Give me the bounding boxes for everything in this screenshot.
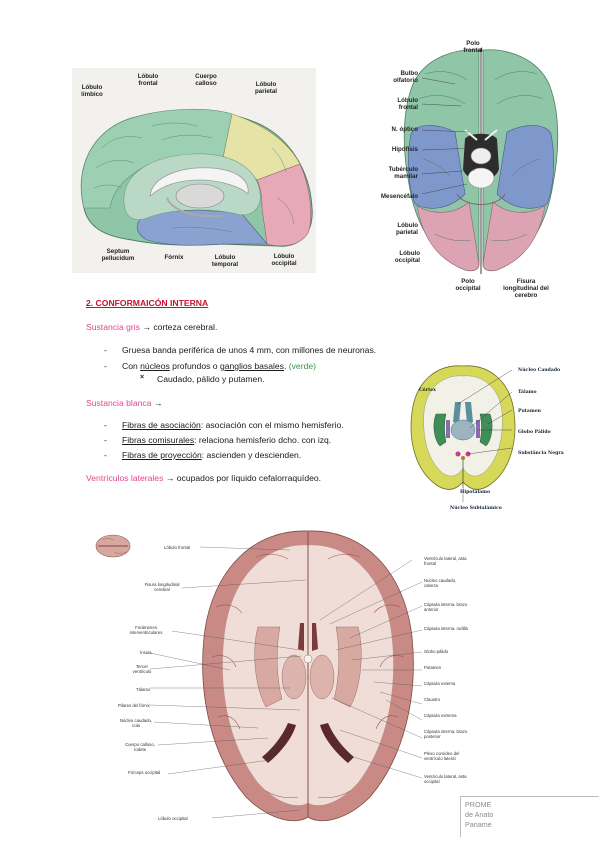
brain-thumbnail-illustration <box>95 534 131 558</box>
label-hipofisis: Hipófisis <box>391 146 418 153</box>
sustancia-blanca-line: Sustancia blanca → <box>86 398 162 409</box>
label-ax-fisura: Fisura longitudinal cerebral <box>144 582 180 592</box>
label-ax-foramenes: Forámenes interventriculares <box>129 625 163 635</box>
label-putamen-cor: Putamen <box>518 409 542 414</box>
axial-leader-lines <box>149 546 423 819</box>
fibras-asociacion-desc: : asociación con el mismo hemisferio. <box>200 420 344 430</box>
label-polo-frontal: Polo frontal <box>463 40 483 54</box>
label-lobulo-occipital-inf: Lóbulo occipital <box>394 250 420 264</box>
sustancia-blanca-label: Sustancia blanca <box>86 398 152 408</box>
label-globo-palido-cor: Globo Pálido <box>518 430 551 435</box>
label-ax-capsula-posterior: Cápsula interna, brazo posterior <box>424 729 468 739</box>
sustancia-gris-rest: → corteza cerebral. <box>139 322 218 332</box>
label-ax-capsula-rodilla: Cápsula interna, rodilla <box>424 626 468 631</box>
label-ax-cuerpo-calloso: Cuerpo calloso, rodete <box>125 742 155 752</box>
coronal-brain-figure <box>408 362 518 512</box>
ventriculos-line: Ventrículos laterales → ocupados por líq… <box>86 473 321 484</box>
label-lobulo-parietal-inf: Lóbulo parietal <box>395 222 418 236</box>
label-ax-pilares-fornix: Pilares del fórnix <box>118 703 150 708</box>
dash-bullet: - <box>104 345 107 355</box>
label-septum: Septum pellucidum <box>101 248 135 262</box>
label-ax-vent-frontal: Ventrículo lateral, asta frontal <box>424 556 467 566</box>
dash-bullet: - <box>104 361 107 371</box>
label-polo-occipital: Polo occipital <box>455 278 481 292</box>
label-mesencefalo: Mesencéfalo <box>380 193 418 200</box>
label-ax-putamen: Putamen <box>424 665 442 670</box>
section-heading: 2. CONFORMAICÓN INTERNA <box>86 298 209 308</box>
label-bulbo-olfatorio: Bulbo olfatorio <box>393 70 418 84</box>
label-ax-globo-palido: Globo pálido <box>424 649 449 654</box>
label-n-optico: N. óptico <box>391 126 418 133</box>
bullet-nucleos-underline: núcleos <box>140 361 170 371</box>
label-lobulo-temporal: Lóbulo temporal <box>211 254 239 268</box>
axial-thumbnail <box>94 532 132 560</box>
label-cuerpo-calloso: Cuerpo calloso <box>195 73 217 87</box>
label-lobulo-limbico: Lóbulo límbico <box>81 84 103 98</box>
dash-bullet: - <box>104 435 107 445</box>
bullet-fibras-comisurales: Fibras comisurales: relaciona hemisferio… <box>122 435 331 446</box>
dash-bullet: - <box>104 420 107 430</box>
publisher-line-3: Paname <box>465 820 492 829</box>
label-ax-caudado-cabeza: Núcleo caudado, cabeza <box>424 578 457 588</box>
label-ax-talamo: Tálamo <box>136 687 151 692</box>
label-nucleo-caudado-cor: Núcleo Caudado <box>518 368 561 373</box>
label-ax-vent-occipital: Ventrículo lateral, asta occipital <box>424 774 467 784</box>
label-hipotalamo-cor: Hipotálamo <box>460 490 491 495</box>
label-lobulo-parietal: Lóbulo parietal <box>254 81 277 95</box>
ventriculos-label: Ventrículos laterales <box>86 473 164 483</box>
label-cortex-cor: Córtex <box>419 388 436 393</box>
sub-bullet-caudado: Caudado, pálido y putamen. <box>157 374 265 384</box>
label-ax-lobulo-frontal: Lóbulo frontal <box>164 545 191 550</box>
label-ax-capsula-extrema: Cápsula extrema <box>424 713 457 718</box>
label-nucleo-subtalamico-cor: Núcleo Subtalámico <box>450 506 502 511</box>
ventriculos-rest: → ocupados por líquido cefalorraquídeo. <box>163 473 322 483</box>
label-sustancia-negra-cor: Substância Negra <box>518 451 564 456</box>
bullet-nucleos-e: . <box>283 361 289 371</box>
sustancia-gris-label: Sustancia gris <box>86 322 140 332</box>
sustancia-blanca-rest: → <box>151 398 163 408</box>
axial-brain-illustration <box>202 530 414 822</box>
publisher-corner: PROME de Anato Paname <box>460 796 599 837</box>
label-ax-capsula-externa: Cápsula externa <box>424 681 456 686</box>
label-fornix: Fórnix <box>164 254 184 261</box>
label-ax-lobulo-occipital: Lóbulo occipital <box>158 816 188 821</box>
fibras-comisurales-desc: : relaciona hemisferio dcho. con izq. <box>194 435 332 445</box>
label-ax-caudado-cola: Núcleo caudado, cola <box>119 718 153 728</box>
label-talamo-cor: Tálamo <box>518 390 537 395</box>
fibras-proyeccion-term: Fibras de proyección <box>122 450 202 460</box>
label-fisura-longitudinal: Fisura longitudinal del cerebro <box>503 278 549 299</box>
fibras-proyeccion-desc: : ascienden y descienden. <box>201 450 302 460</box>
label-ax-forceps: Fórceps occipital <box>128 770 161 775</box>
sagittal-brain-illustration <box>72 68 316 273</box>
sub-bullet-mark: × <box>140 374 145 381</box>
label-lobulo-frontal-inf: Lóbulo frontal <box>397 97 418 111</box>
label-lobulo-frontal: Lóbulo frontal <box>137 73 159 87</box>
label-lobulo-occipital: Lóbulo occipital <box>271 253 297 267</box>
dash-bullet: - <box>104 450 107 460</box>
fibras-comisurales-term: Fibras comisurales <box>122 435 195 445</box>
axial-brain-figure <box>196 527 420 827</box>
publisher-line-1: PROME <box>465 800 492 809</box>
label-ax-insula: Ínsula <box>140 650 152 655</box>
sustancia-gris-line: Sustancia gris → corteza cerebral. <box>86 322 217 333</box>
bullet-corteza: Gruesa banda periférica de unos 4 mm, co… <box>122 345 377 355</box>
bullet-fibras-asociacion: Fibras de asociación: asociación con el … <box>122 420 344 431</box>
label-ax-claustro: Claustro <box>424 697 441 702</box>
fibras-asociacion-term: Fibras de asociación <box>122 420 201 430</box>
coronal-brain-illustration <box>410 365 516 502</box>
inferior-brain-illustration <box>403 48 559 274</box>
bullet-nucleos-c: profundos o <box>169 361 220 371</box>
label-tuberculo-mamilar: Tubérculo mamilar <box>388 166 418 180</box>
publisher-line-2: de Anato <box>465 810 494 819</box>
label-ax-tercer-ventriculo: Tercer ventrículo <box>132 664 152 674</box>
bullet-nucleos: Con núcleos profundos o ganglios basales… <box>122 361 316 372</box>
bullet-verde: (verde) <box>288 361 316 371</box>
inferior-brain-figure <box>395 44 567 280</box>
label-ax-plexo: Plexo coroideo del ventrículo lateral <box>424 751 460 761</box>
sagittal-brain-figure <box>72 68 316 273</box>
bullet-fibras-proyeccion: Fibras de proyección: ascienden y descie… <box>122 450 301 461</box>
label-ax-capsula-anterior: Cápsula interna, brazo anterior <box>424 602 468 612</box>
bullet-nucleos-a: Con <box>122 361 141 371</box>
bullet-ganglios-underline: ganglios basales <box>219 361 284 371</box>
